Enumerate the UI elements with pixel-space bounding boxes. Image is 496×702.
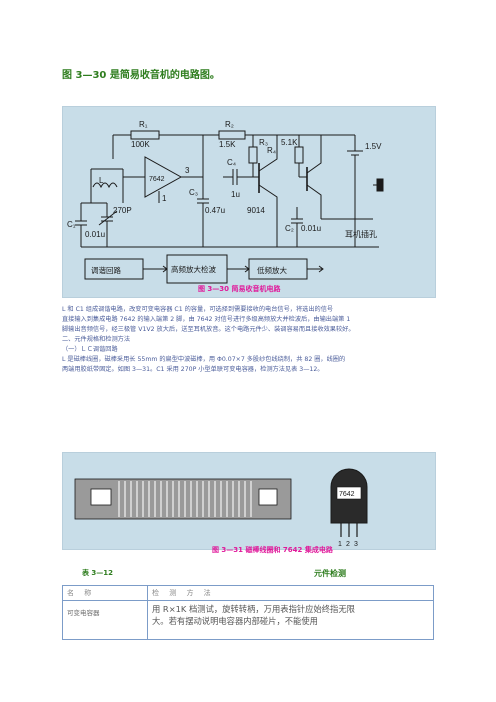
- label-c2: C₂: [285, 224, 294, 233]
- label-ic: 7642: [149, 176, 165, 183]
- table-row: 可变电容器 用 R×1K 档测试，旋转转柄，万用表指针应始终指无限 大。若有摆动…: [62, 600, 434, 640]
- block-tuning-label: 调谐回路: [91, 265, 121, 275]
- label-c1-val: 0.01u: [85, 230, 105, 239]
- figure-coil-and-ic: 7642 1 2 3: [62, 452, 436, 550]
- block-rf-amp-label: 高频放大检波: [171, 264, 216, 274]
- paragraph-line-1: L 和 C1 组成调谐电路，改变可变电容器 C1 的容量，可选择到需要接收的电台…: [62, 306, 334, 313]
- block-af-amp-label: 低频放大: [257, 265, 287, 275]
- component-test-table: 名 称 检 测 方 法 可变电容器 用 R×1K 档测试，旋转转柄，万用表指针应…: [62, 585, 434, 640]
- paragraph-line-5: 两端用胶纸带固定。如图 3—31。C1 采用 270P 小型单联可变电容器，检测…: [62, 366, 324, 373]
- subsection-heading-lc: （一）ＬＣ调谐回路: [62, 346, 118, 353]
- label-c4-val: 1u: [231, 190, 240, 199]
- circuit-schematic: R₁ 100K R₂ 1.5K R₃ R₄ 5.1K C₄ 1u 7642 3 …: [67, 120, 384, 284]
- label-270p: 270P: [113, 206, 132, 215]
- resistor-r2: [218, 130, 246, 140]
- ic-pins: [340, 523, 358, 537]
- battery-symbol: [347, 135, 363, 247]
- figure-caption-3-31: 图 3—31 磁棒线圈和 7642 集成电路: [212, 546, 333, 554]
- label-c1: C₁: [67, 220, 76, 229]
- label-l: L: [99, 176, 104, 185]
- label-r3: R₃: [259, 138, 268, 147]
- row-method-line-2: 大。若有摆动说明电容器内部碰片，不能使用: [152, 616, 318, 626]
- circuit-diagram: R₁ 100K R₂ 1.5K R₃ R₄ 5.1K C₄ 1u 7642 3 …: [62, 106, 436, 298]
- paragraph-line-3: 脚输出音频信号，经三极管 V1V2 放大后，送至耳机放音。这个电路元件少、装调容…: [62, 326, 355, 333]
- intro-heading: 图 3—30 是简易收音机的电路图。: [62, 70, 220, 81]
- label-r4: R₄: [267, 146, 276, 155]
- label-c3-val: 0.47u: [205, 206, 225, 215]
- figure-caption-3-30: 图 3—30 简易收音机电路: [198, 285, 281, 293]
- label-vcc: 1.5V: [365, 142, 382, 151]
- resistor-r3: [248, 146, 258, 164]
- ic-pin-3: 3: [354, 541, 358, 548]
- label-r3-val: 5.1K: [281, 138, 298, 147]
- header-name: 名 称: [62, 585, 148, 601]
- paragraph-line-2: 直接输入到集成电路 7642 的输入端第 2 脚，由 7642 对信号进行多级高…: [62, 316, 351, 323]
- ic-pin-2: 2: [346, 541, 350, 548]
- label-c4: C₄: [227, 158, 236, 167]
- ic-pin-1: 1: [338, 541, 342, 548]
- row-component-name: 可变电容器: [62, 600, 148, 640]
- paragraph-line-4: L 是磁棒线圈，磁棒采用长 55mm 的扁型中波磁棒，用 Φ0.07×7 多股纱…: [62, 356, 346, 363]
- table-header-row: 名 称 检 测 方 法: [62, 585, 434, 601]
- label-r2-val: 1.5K: [219, 140, 236, 149]
- coil-ic-drawing: 7642 1 2 3: [74, 468, 368, 548]
- label-transistor: 9014: [247, 206, 265, 215]
- label-r1-val: 100K: [131, 140, 150, 149]
- label-r2: R₂: [225, 120, 234, 129]
- label-c2-val: 0.01u: [301, 224, 321, 233]
- label-r1: R₁: [139, 120, 148, 129]
- label-c3: C₃: [189, 188, 198, 197]
- label-pin3: 3: [185, 166, 190, 175]
- ic-label: 7642: [339, 491, 355, 498]
- resistor-r1: [130, 130, 160, 140]
- label-pin1: 1: [162, 194, 167, 203]
- section-heading-2: 二、元件规格和检测方法: [62, 336, 131, 343]
- row-method: 用 R×1K 档测试，旋转转柄，万用表指针应始终指无限 大。若有摆动说明电容器内…: [147, 600, 434, 640]
- table-title: 元件检测: [314, 569, 346, 578]
- label-earphone: 耳机插孔: [345, 229, 377, 239]
- table-number: 表 3—12: [82, 569, 114, 577]
- header-method: 检 测 方 法: [147, 585, 434, 601]
- resistor-5k1: [294, 146, 304, 164]
- row-method-line-1: 用 R×1K 档测试，旋转转柄，万用表指针应始终指无限: [152, 604, 355, 614]
- earphone-jack-icon: [376, 178, 384, 192]
